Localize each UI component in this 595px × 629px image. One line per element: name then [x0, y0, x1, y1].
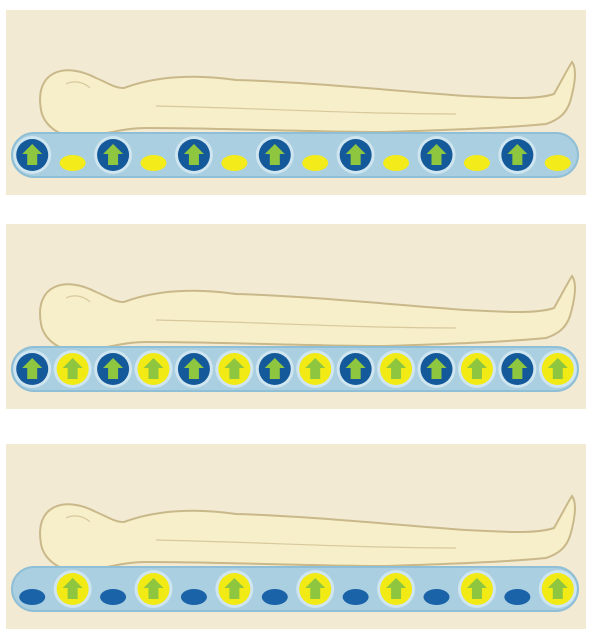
lying-figure	[40, 62, 575, 137]
air-cell	[343, 589, 369, 605]
air-cell	[418, 350, 456, 388]
air-cell	[215, 570, 253, 608]
air-cell	[94, 350, 132, 388]
air-cell	[296, 350, 334, 388]
air-cell	[498, 350, 536, 388]
air-cell	[135, 350, 173, 388]
mattress-diagram-1	[6, 10, 586, 195]
air-cell	[221, 155, 247, 171]
air-cell	[337, 136, 375, 174]
air-cell	[424, 589, 450, 605]
air-cell	[418, 136, 456, 174]
air-cell	[539, 570, 577, 608]
air-cell	[458, 570, 496, 608]
air-cell	[141, 155, 167, 171]
lying-figure	[40, 496, 575, 571]
air-cell	[215, 350, 253, 388]
air-cell	[377, 350, 415, 388]
air-cell	[377, 570, 415, 608]
air-cell	[256, 350, 294, 388]
mattress-panel-1	[6, 10, 586, 195]
air-cell	[296, 570, 334, 608]
mattress-panel-2	[6, 224, 586, 409]
air-cell	[54, 350, 92, 388]
air-cell	[262, 589, 288, 605]
air-cell	[458, 350, 496, 388]
air-cell	[545, 155, 571, 171]
air-cell	[135, 570, 173, 608]
mattress-diagram-3	[6, 444, 586, 629]
air-cell	[13, 136, 51, 174]
mattress-panel-3	[6, 444, 586, 629]
air-cell	[181, 589, 207, 605]
air-cell	[498, 136, 536, 174]
air-cell	[539, 350, 577, 388]
mattress-diagram-2	[6, 224, 586, 409]
air-cell	[175, 350, 213, 388]
air-cell	[94, 136, 132, 174]
air-cell	[464, 155, 490, 171]
air-cell	[302, 155, 328, 171]
air-cell	[504, 589, 530, 605]
air-cell	[256, 136, 294, 174]
air-cell	[54, 570, 92, 608]
air-cell	[60, 155, 86, 171]
air-cell	[13, 350, 51, 388]
air-cell	[175, 136, 213, 174]
air-cell	[383, 155, 409, 171]
air-cell	[100, 589, 126, 605]
lying-figure	[40, 276, 575, 351]
air-cell	[19, 589, 45, 605]
air-cell	[337, 350, 375, 388]
